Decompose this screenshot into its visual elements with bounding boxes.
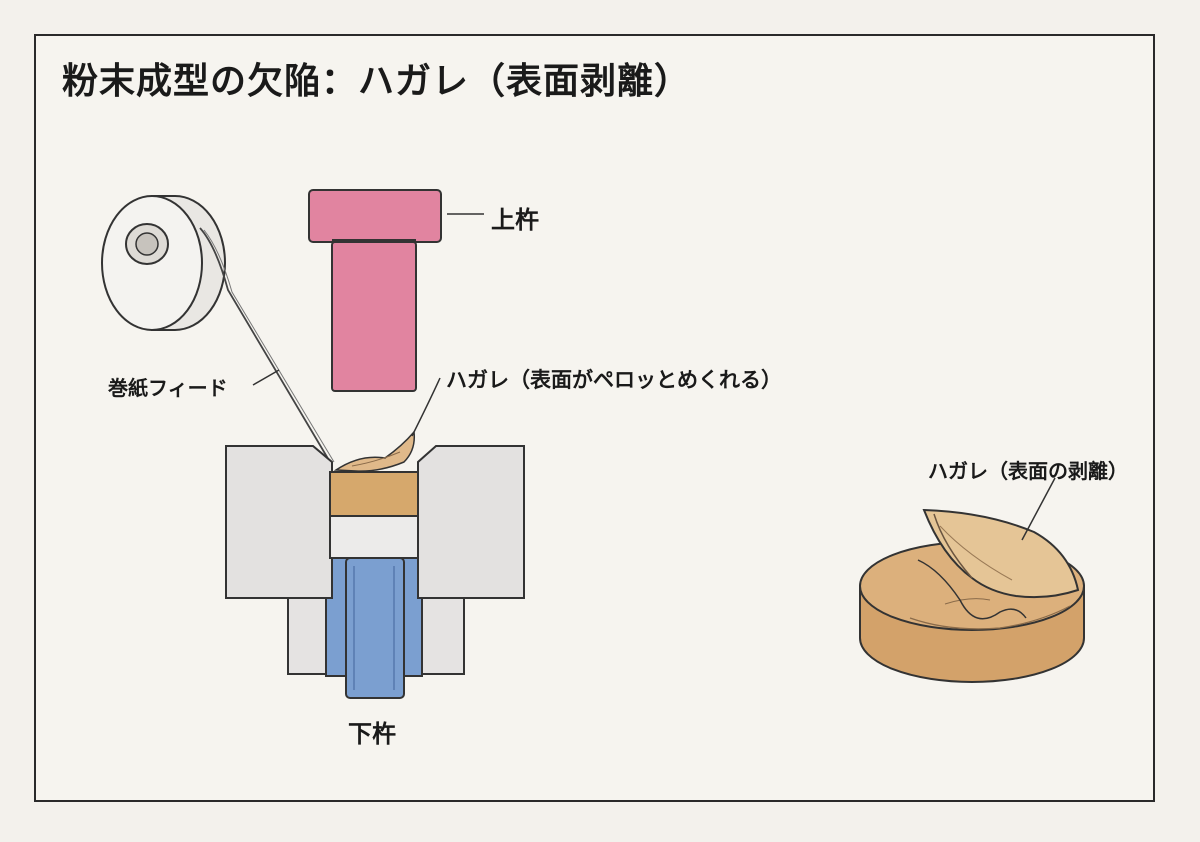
peel-part-label: ハガレ（表面の剥離） [928, 459, 1128, 483]
upper-punch [308, 189, 442, 392]
peel-press-leader-line [411, 377, 441, 437]
upper-punch-label: 上杵 [491, 206, 539, 234]
paper-roll-icon [101, 195, 226, 331]
peel-press-label: ハガレ（表面がペロッとめくれる） [446, 368, 782, 392]
peel-part-leader-line [1021, 477, 1056, 541]
paper-feed-leader-line [252, 369, 280, 386]
peeled-tablet [859, 508, 1085, 683]
lower-punch [287, 557, 465, 699]
paper-feed-label: 巻紙フィード [108, 376, 228, 400]
page-title: 粉末成型の欠陥：ハガレ（表面剥離） [62, 61, 692, 102]
paper-strip-edge [203, 229, 335, 463]
paper-strip [199, 227, 331, 463]
die [225, 445, 525, 599]
powder-compact [329, 430, 419, 517]
lower-punch-label: 下杵 [348, 720, 396, 748]
